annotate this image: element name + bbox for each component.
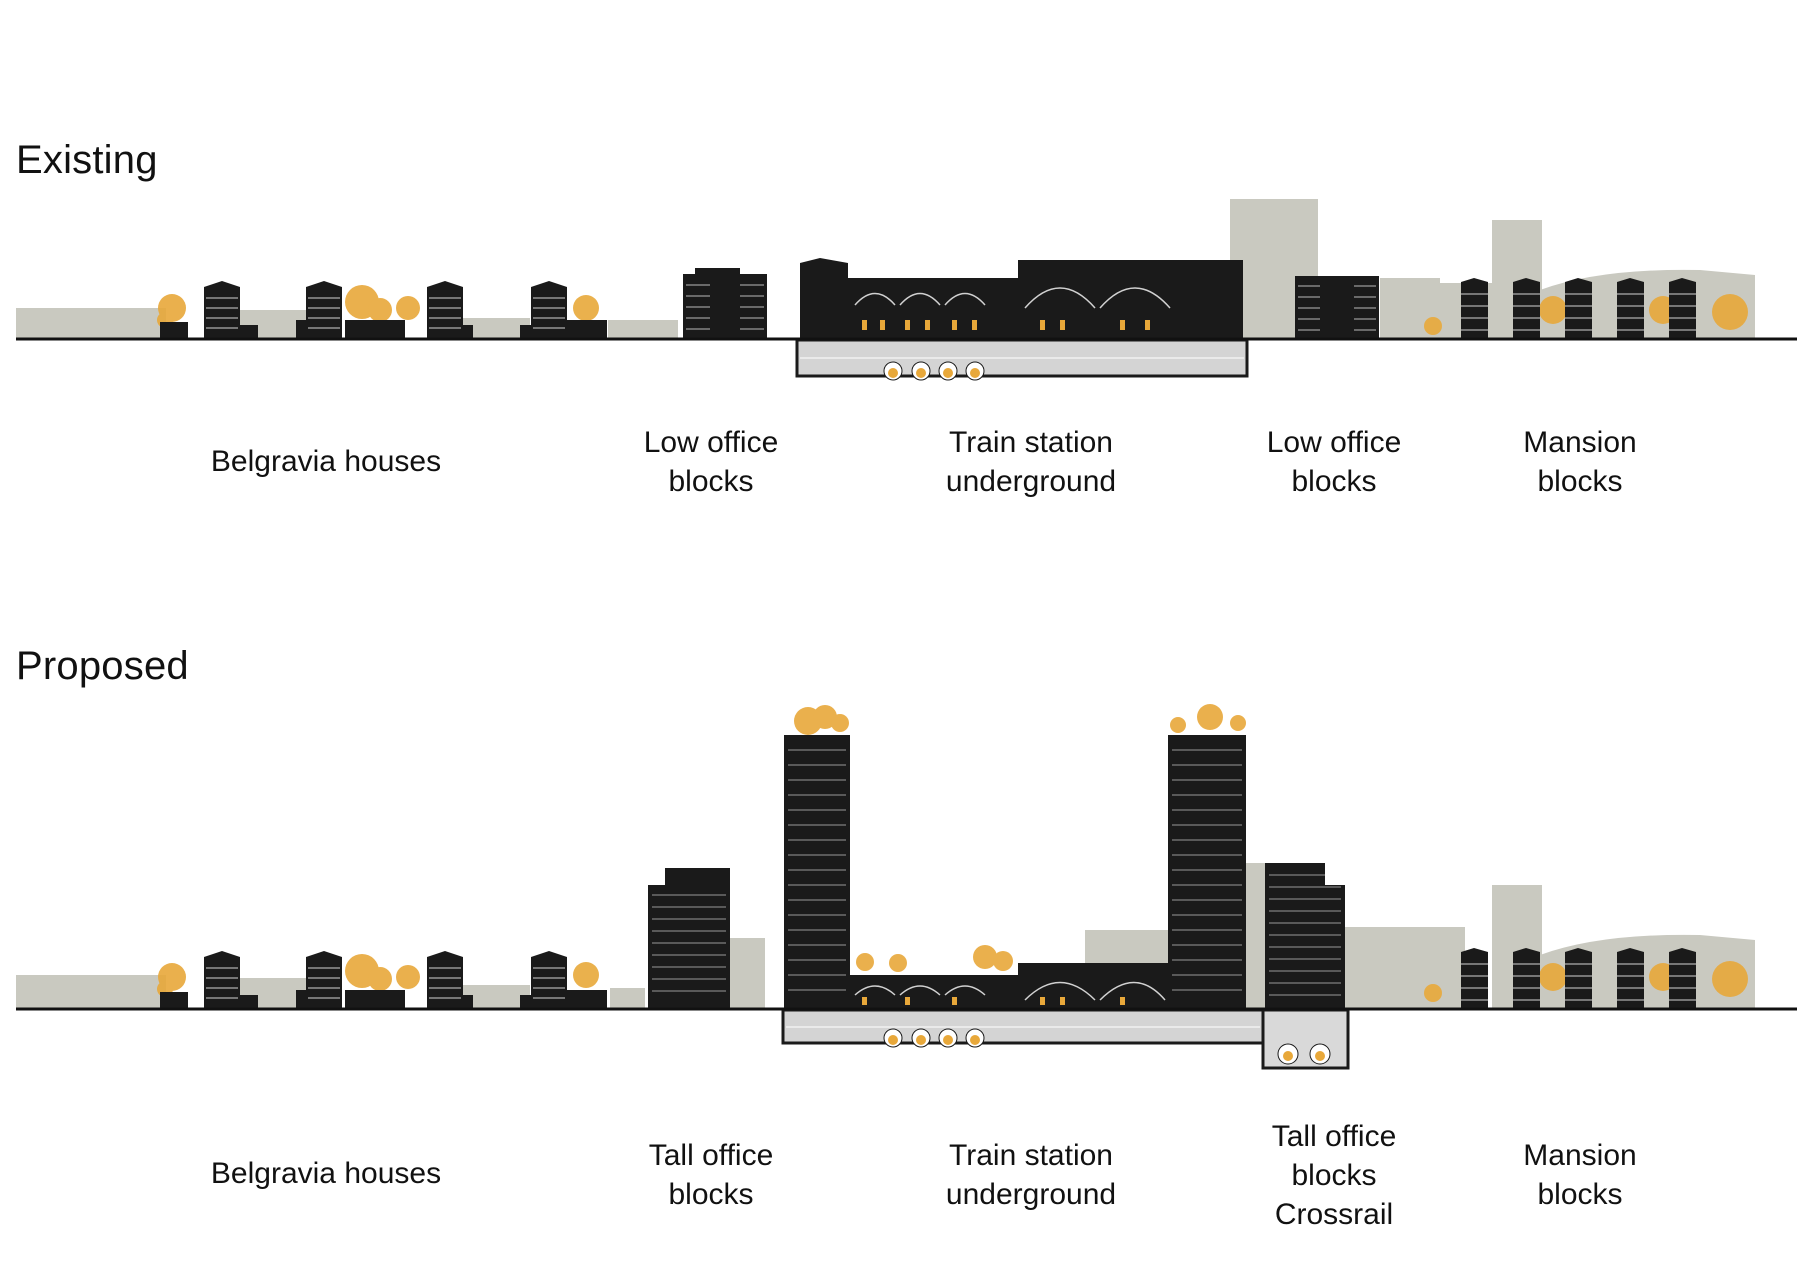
existing-section-drawing [16,199,1797,381]
station-lights [862,320,1150,330]
low-office-block-right [1295,276,1379,338]
mansion-blocks [1461,948,1696,1008]
belgravia-houses [160,281,607,338]
label-belgravia-houses: Belgravia houses [210,445,442,478]
station-arches [854,287,1171,309]
low-office-block-left [683,268,767,338]
label-train-station: Train station underground [945,426,1117,498]
label-mansion-blocks-proposed: Mansion blocks [1523,1139,1637,1211]
crossrail-box [1261,1008,1350,1070]
underground-box [795,338,1249,381]
label-low-office-blocks-left: Low office blocks [643,426,779,498]
belgravia-window-lines [206,297,565,329]
underground-box [781,1008,1265,1048]
label-mansion-blocks: Mansion blocks [1523,426,1637,498]
belgravia-houses [160,951,607,1008]
label-belgravia-houses-proposed: Belgravia houses [210,1157,442,1190]
title-proposed: Proposed [16,644,189,688]
trees [157,704,1748,1002]
proposed-section-drawing [16,704,1797,1070]
label-tall-office-blocks-left: Tall office blocks [648,1139,774,1211]
title-existing: Existing [16,138,158,182]
label-tall-office-blocks-crossrail: Tall office blocks Crossrail [1271,1120,1397,1231]
mansion-blocks [1461,278,1696,338]
label-low-office-blocks-right: Low office blocks [1266,426,1402,498]
train-station [800,258,1243,338]
label-train-station-proposed: Train station underground [945,1139,1117,1211]
